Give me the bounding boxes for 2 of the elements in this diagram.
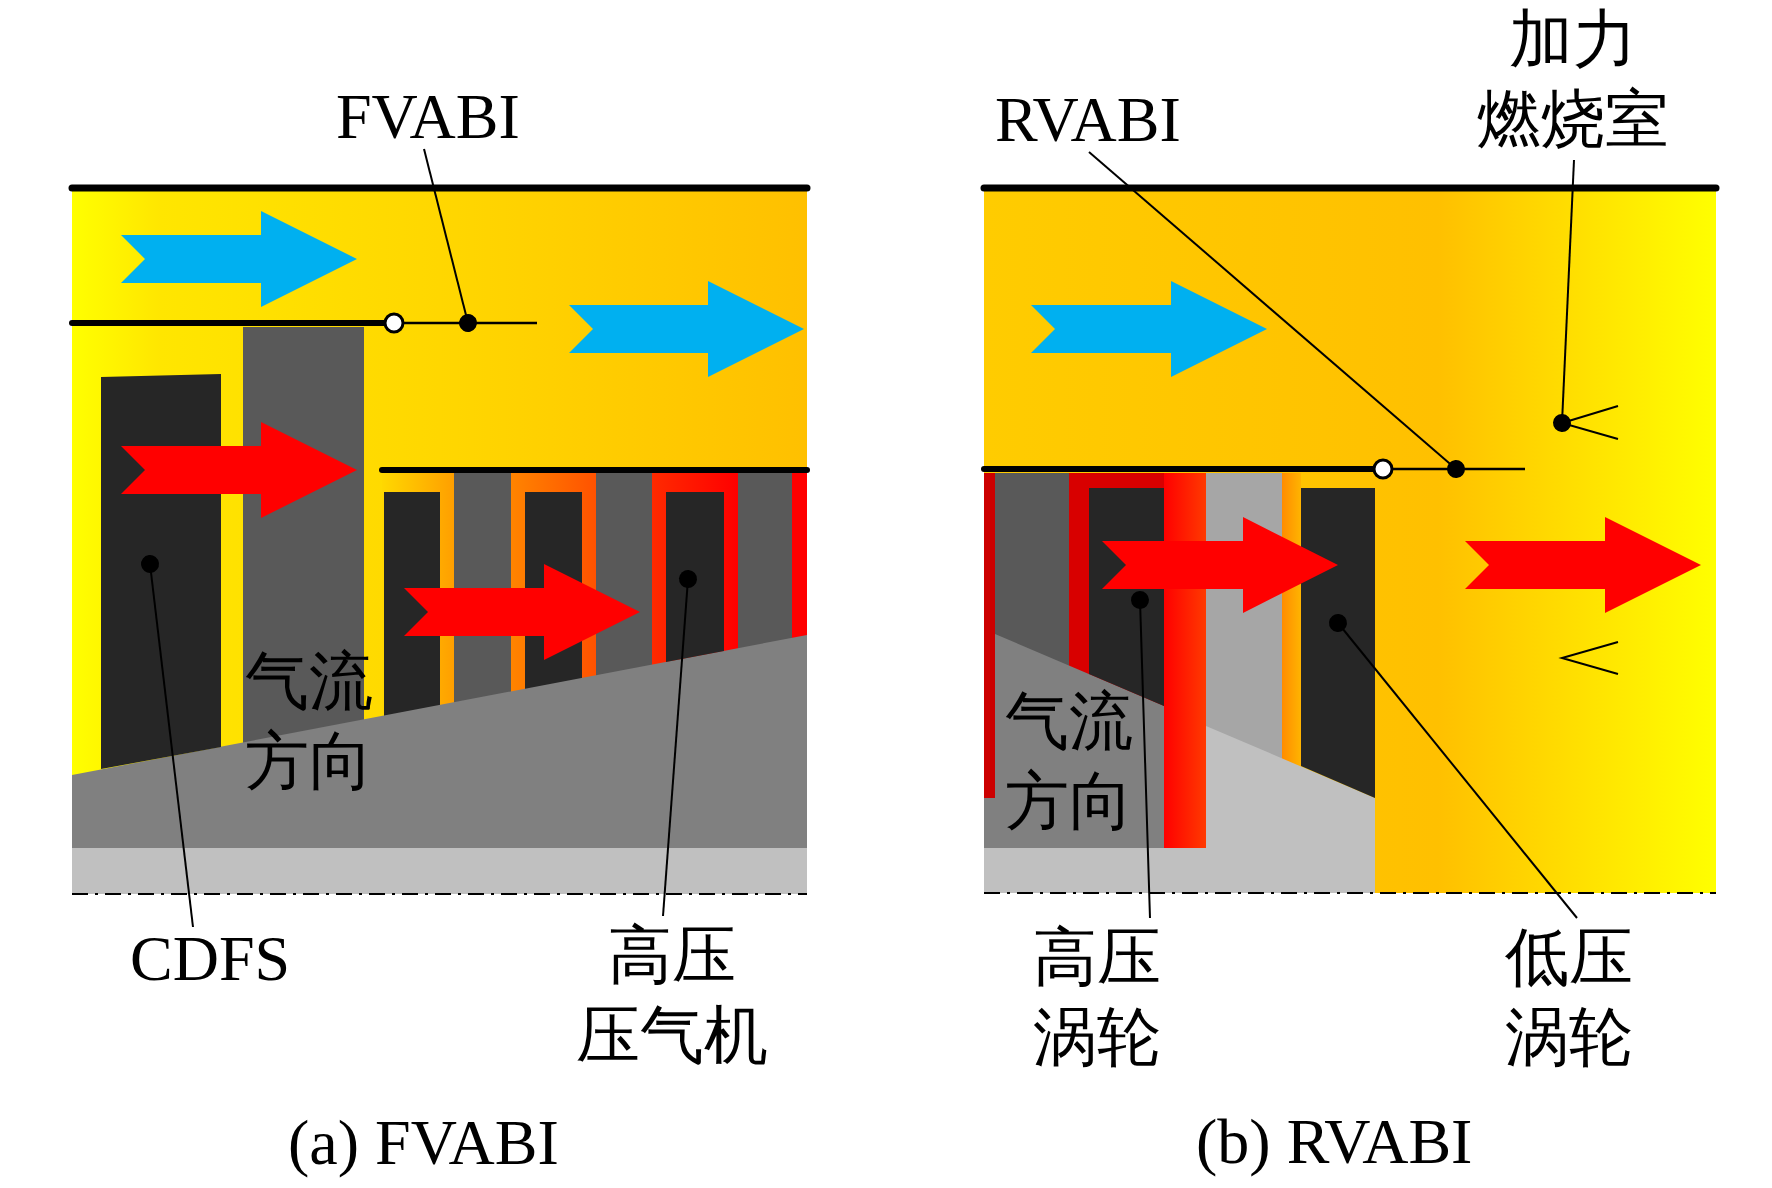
subfigure-caption: (a) FVABI — [288, 1111, 559, 1175]
annotation: 气流方向 — [1005, 685, 1134, 839]
